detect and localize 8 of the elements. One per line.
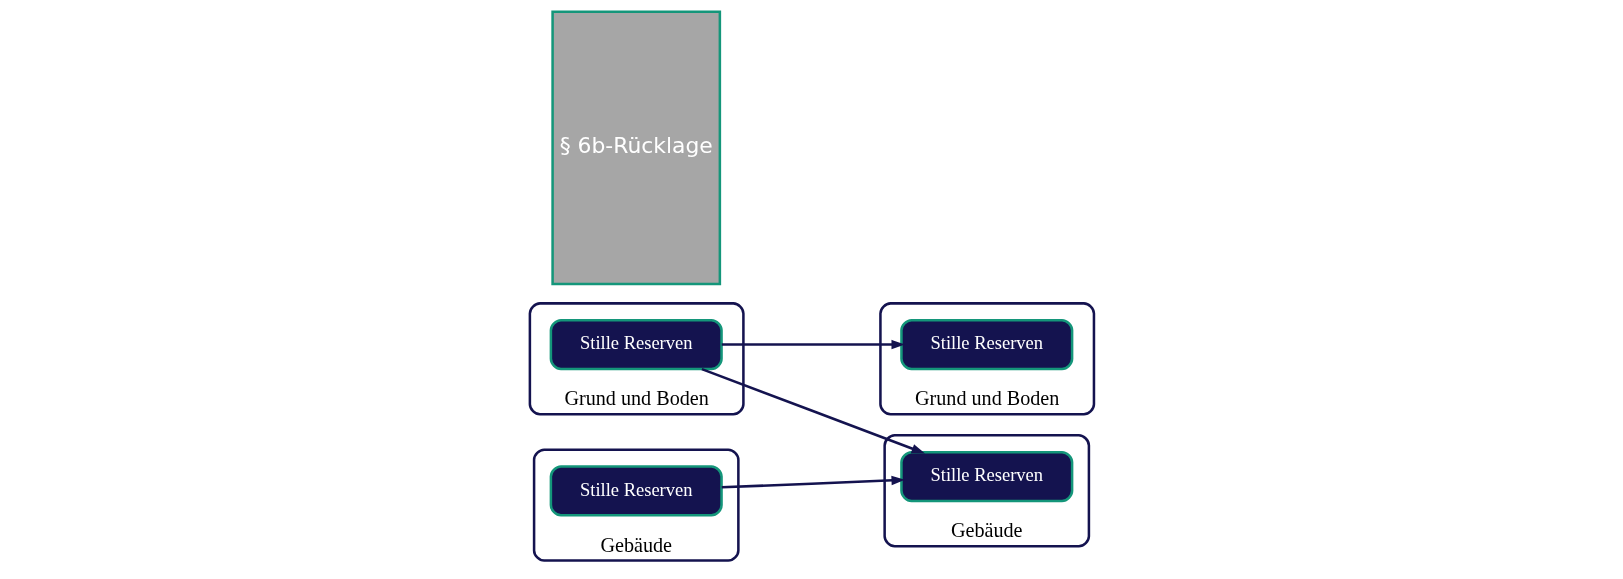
node-box: § 6b-Rücklage bbox=[551, 10, 722, 286]
node-box: Stille Reserven bbox=[900, 450, 1074, 503]
arrow bbox=[721, 475, 905, 489]
node-box: Stille Reserven bbox=[549, 318, 723, 371]
node-box: Stille Reserven bbox=[900, 318, 1074, 371]
arrow bbox=[721, 339, 905, 350]
node-box: Stille Reserven bbox=[549, 465, 723, 517]
arrow bbox=[701, 367, 926, 454]
